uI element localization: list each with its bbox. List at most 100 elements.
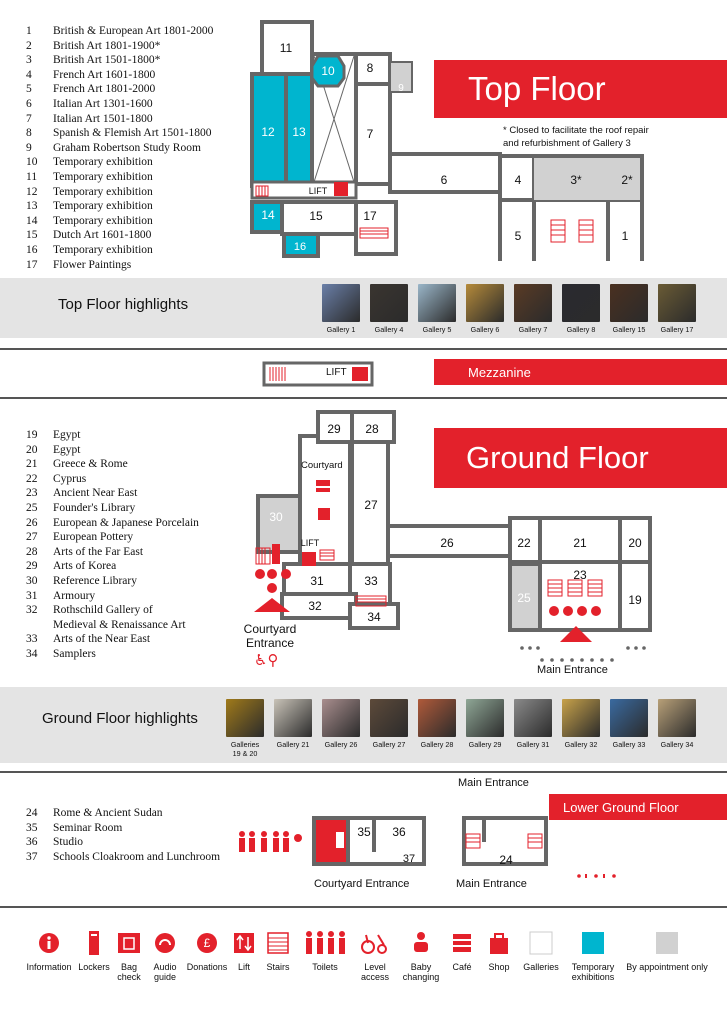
key-item: Lockers (76, 930, 112, 982)
gallery-name: Egypt (53, 443, 81, 456)
gallery-number: 12 (26, 185, 38, 198)
svg-text:20: 20 (628, 536, 642, 550)
gallery-number: 32 (26, 604, 38, 617)
gallery-name: Temporary exhibition (53, 170, 153, 183)
svg-text:26: 26 (440, 536, 454, 550)
gallery-name: Studio (53, 836, 84, 849)
appointment-swatch (622, 930, 712, 956)
artwork-image (562, 699, 600, 737)
donations-icon: £ (184, 930, 230, 956)
svg-text:2*: 2* (621, 173, 633, 187)
artwork-image (658, 699, 696, 737)
svg-text:14: 14 (261, 208, 275, 222)
gallery-number: 28 (26, 545, 38, 558)
info-icon (22, 930, 76, 956)
svg-text:34: 34 (367, 610, 381, 624)
svg-text:25: 25 (517, 591, 531, 605)
highlight-thumbnail[interactable]: Gallery 8 (562, 284, 600, 334)
gallery-name: British Art 1801-1900* (53, 39, 161, 52)
highlight-thumbnail[interactable]: Gallery 17 (658, 284, 696, 334)
highlight-thumbnail[interactable]: Gallery 21 (274, 699, 312, 758)
gallery-number: 33 (26, 633, 38, 646)
svg-text:30: 30 (269, 510, 283, 524)
divider (0, 397, 727, 399)
highlight-thumbnail[interactable]: Gallery 6 (466, 284, 504, 334)
gallery-number: 6 (26, 97, 32, 110)
highlight-thumbnail[interactable]: Gallery 5 (418, 284, 456, 334)
divider (0, 906, 727, 908)
highlight-thumbnail[interactable]: Gallery 27 (370, 699, 408, 758)
artwork-image (370, 284, 408, 322)
key-label: Temporary exhibitions (571, 962, 615, 982)
key-item: Galleries (518, 930, 564, 982)
key-label: Level access (360, 962, 389, 982)
artwork-image (610, 284, 648, 322)
key-label: Galleries (523, 962, 559, 972)
key-item: Baby changing (398, 930, 444, 982)
courtyard-entrance-label: Courtyard Entrance (243, 622, 297, 650)
gallery-name: Temporary exhibition (53, 243, 153, 256)
key-item: Stairs (258, 930, 298, 982)
highlight-thumbnail[interactable]: Gallery 32 (562, 699, 600, 758)
gallery-number: 17 (26, 258, 38, 271)
lower-courtyard-entrance-label: Courtyard Entrance (314, 878, 410, 890)
gallery-name: Samplers (53, 647, 96, 660)
highlight-caption: Gallery 33 (612, 740, 646, 749)
highlight-thumbnail[interactable]: Gallery 1 (322, 284, 360, 334)
key-label: Baby changing (402, 962, 440, 982)
key-item: Temporary exhibitions (564, 930, 622, 982)
svg-text:8: 8 (367, 61, 374, 75)
gallery-name: British Art 1501-1800* (53, 54, 161, 67)
lower-main-entrance-label: Main Entrance (456, 878, 527, 890)
lower-ground-map: 35 36 37 24 (239, 816, 548, 867)
highlight-caption: Gallery 28 (420, 740, 454, 749)
svg-text:27: 27 (364, 498, 378, 512)
ground-floor-highlights-band (0, 687, 727, 763)
svg-text:21: 21 (573, 536, 587, 550)
highlight-thumbnail[interactable]: Galleries 19 & 20 (226, 699, 264, 758)
highlight-caption: Gallery 26 (324, 740, 358, 749)
svg-text:17: 17 (363, 209, 377, 223)
highlight-thumbnail[interactable]: Gallery 31 (514, 699, 552, 758)
highlight-caption: Gallery 8 (566, 325, 596, 334)
highlight-caption: Gallery 34 (660, 740, 694, 749)
highlight-thumbnail[interactable]: Gallery 33 (610, 699, 648, 758)
key-label: Shop (488, 962, 510, 972)
key-item: £Donations (184, 930, 230, 982)
highlight-thumbnail[interactable]: Gallery 15 (610, 284, 648, 334)
highlight-thumbnail[interactable]: Gallery 29 (466, 699, 504, 758)
highlight-thumbnail[interactable]: Gallery 28 (418, 699, 456, 758)
highlight-thumbnail[interactable]: Gallery 26 (322, 699, 360, 758)
key-item: Level access (352, 930, 398, 982)
gallery-name: Temporary exhibition (53, 156, 153, 169)
divider (0, 771, 727, 773)
artwork-image (322, 284, 360, 322)
highlight-thumbnail[interactable]: Gallery 34 (658, 699, 696, 758)
level-access-icon: ♿⚲ (254, 652, 279, 669)
highlight-thumbnail[interactable]: Gallery 4 (370, 284, 408, 334)
svg-text:7: 7 (367, 127, 374, 141)
highlight-caption: Gallery 27 (372, 740, 406, 749)
key-item: Audio guide (146, 930, 184, 982)
highlight-thumbnail[interactable]: Gallery 7 (514, 284, 552, 334)
svg-text:36: 36 (392, 825, 406, 839)
gallery-name: European & Japanese Porcelain (53, 516, 199, 529)
artwork-image (226, 699, 264, 737)
key-label: By appointment only (626, 962, 708, 972)
gallery-number: 4 (26, 68, 32, 81)
